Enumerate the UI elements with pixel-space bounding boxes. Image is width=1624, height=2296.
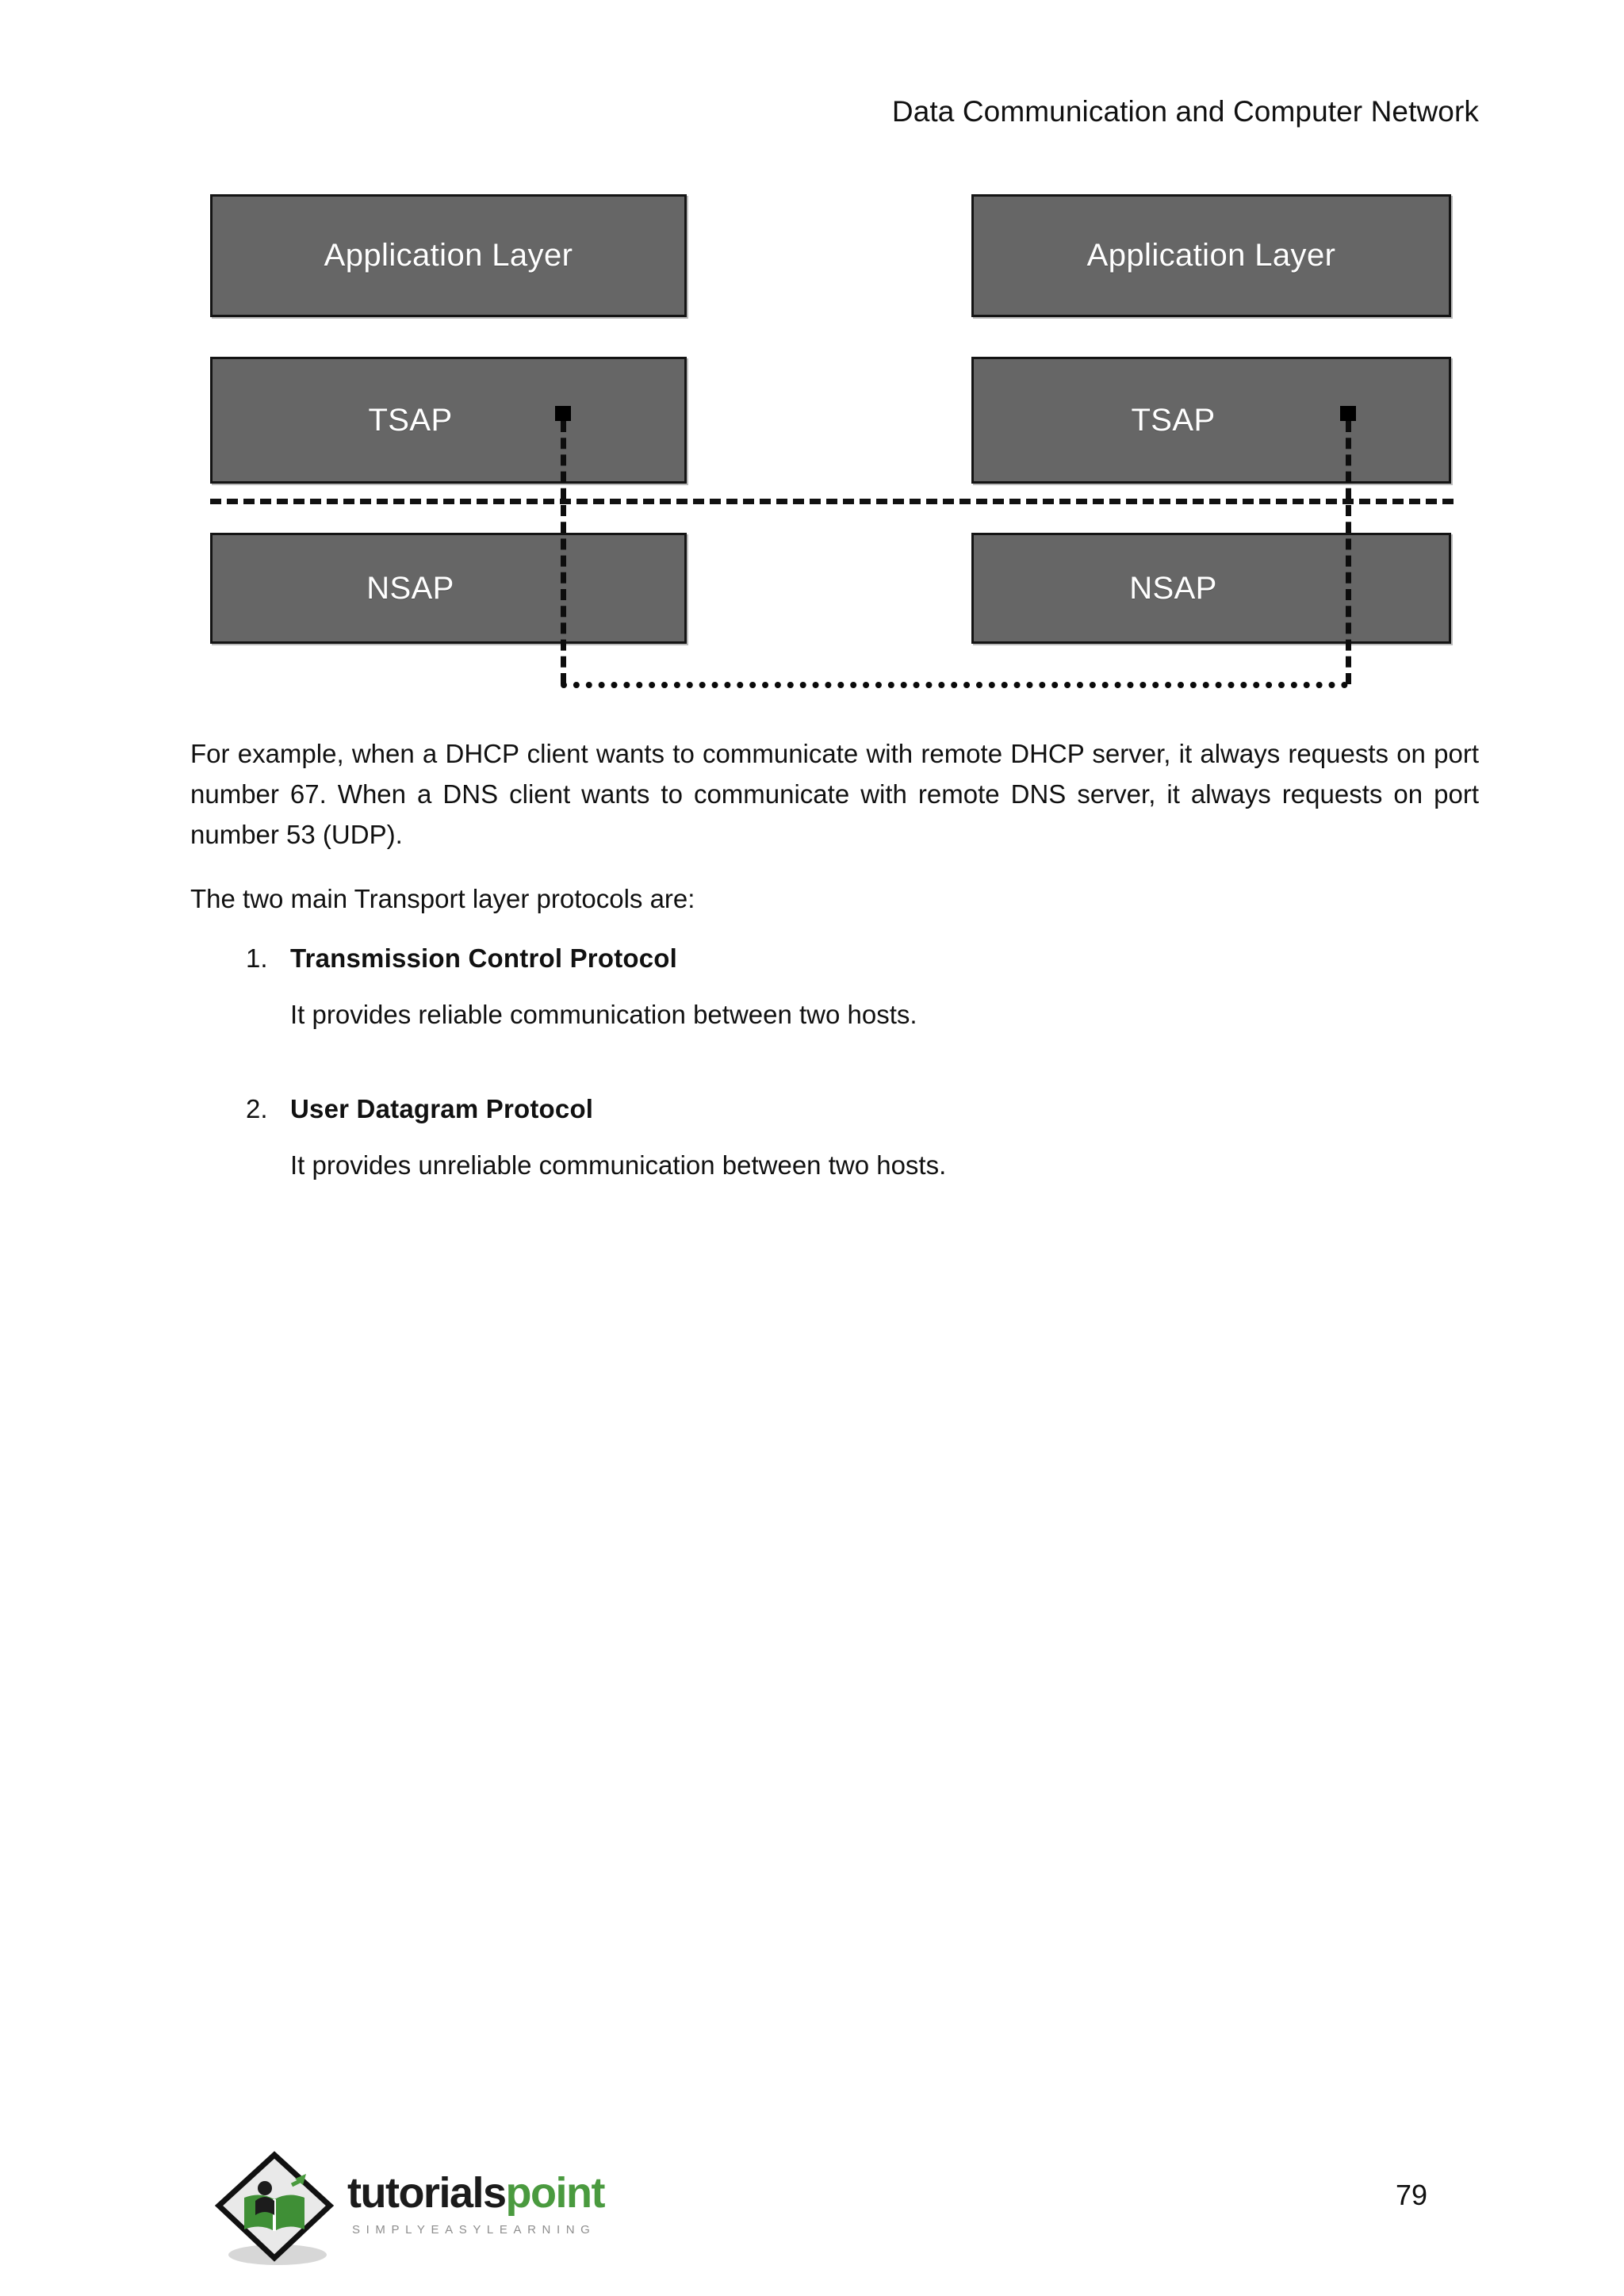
box-right-nsap-label: NSAP (1129, 570, 1217, 606)
layer-separator-dashed-line (210, 499, 1454, 504)
box-left-tsap: TSAP (210, 357, 687, 484)
protocol-list: 1. Transmission Control Protocol It prov… (190, 943, 1479, 1245)
list-item: 2. User Datagram Protocol It provides un… (190, 1094, 1479, 1184)
box-left-application-layer-label: Application Layer (324, 238, 573, 273)
box-right-nsap: NSAP (971, 533, 1451, 644)
box-left-application-layer: Application Layer (210, 194, 687, 317)
sap-socket-dot-left-icon (555, 406, 571, 421)
box-left-nsap: NSAP (210, 533, 687, 644)
wordmark-tutorials: tutorials (347, 2169, 507, 2217)
page-header-title: Data Communication and Computer Network (891, 95, 1479, 128)
box-right-application-layer: Application Layer (971, 194, 1451, 317)
tsap-nsap-layer-diagram: Application Layer TSAP NSAP Application … (0, 0, 1624, 714)
list-item: 1. Transmission Control Protocol It prov… (190, 943, 1479, 1034)
list-item-2-number: 2. (246, 1094, 268, 1123)
logo-tagline: SIMPLYEASYLEARNING (352, 2223, 596, 2237)
tutorialspoint-wordmark: tutorialspoint (347, 2169, 606, 2217)
list-item-2-title: User Datagram Protocol (290, 1094, 594, 1123)
tutorialspoint-diamond-logo-icon (213, 2150, 339, 2269)
box-right-tsap-label: TSAP (1131, 402, 1216, 438)
connector-vertical-right (1346, 421, 1351, 684)
list-item-1-description: It provides reliable communication betwe… (290, 1000, 917, 1029)
list-item-2-description: It provides unreliable communication bet… (290, 1150, 947, 1180)
box-left-tsap-label: TSAP (368, 402, 453, 438)
list-item-1-title: Transmission Control Protocol (290, 943, 678, 973)
connector-bottom-dotted (561, 682, 1348, 688)
box-right-tsap: TSAP (971, 357, 1451, 484)
paragraph-protocols-intro: The two main Transport layer protocols a… (190, 884, 695, 913)
box-right-application-layer-label: Application Layer (1086, 238, 1336, 273)
connector-vertical-left (561, 421, 566, 684)
wordmark-point: point (505, 2169, 606, 2217)
footer-logo: tutorialspoint SIMPLYEASYLEARNING (213, 2150, 720, 2269)
box-left-nsap-label: NSAP (366, 570, 454, 606)
page-number: 79 (1396, 2179, 1428, 2211)
list-item-1-number: 1. (246, 943, 268, 973)
sap-socket-dot-right-icon (1340, 406, 1356, 421)
paragraph-example: For example, when a DHCP client wants to… (190, 739, 1479, 849)
